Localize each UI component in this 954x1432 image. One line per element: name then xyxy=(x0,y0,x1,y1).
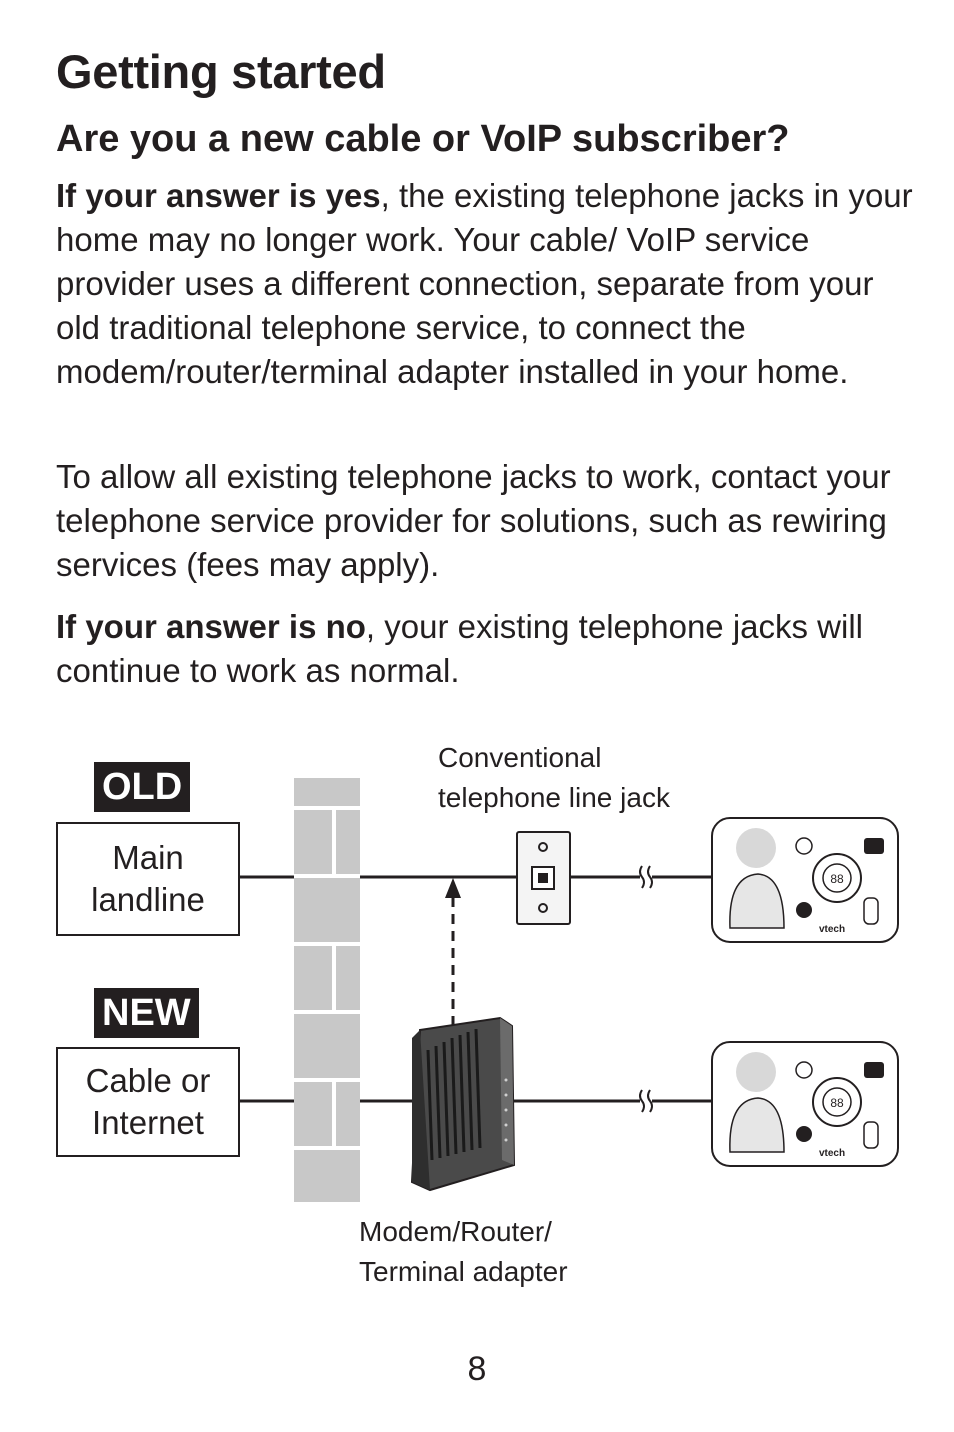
paragraph-rewiring: To allow all existing telephone jacks to… xyxy=(56,458,891,583)
jack-label-line2: telephone line jack xyxy=(438,782,670,813)
cable-break-marks xyxy=(639,865,653,1113)
telephone-jack-icon xyxy=(516,831,571,925)
svg-text:88: 88 xyxy=(830,1096,844,1110)
old-tag: OLD xyxy=(94,762,191,812)
cable-line1: Cable or xyxy=(85,1062,211,1099)
main-landline-line2: landline xyxy=(91,881,205,918)
answering-machine-icon: 88 vtech xyxy=(711,817,899,943)
main-landline-box: Main landline xyxy=(56,822,240,936)
answering-machine-icon: 88 vtech xyxy=(711,1041,899,1167)
svg-text:vtech: vtech xyxy=(819,1148,845,1159)
modem-label-line1: Modem/Router/ xyxy=(359,1216,552,1247)
modem-icon xyxy=(410,1016,516,1192)
jack-label: Conventional telephone line jack xyxy=(438,738,670,818)
modem-label: Modem/Router/ Terminal adapter xyxy=(359,1212,568,1292)
paragraph-yes: If your answer is yes, the existing tele… xyxy=(56,174,926,394)
answer-yes-bold: If your answer is yes xyxy=(56,177,381,214)
diagram-graphics: 88 vtech 88 vtech xyxy=(238,778,899,1202)
answer-no-bold: If your answer is no xyxy=(56,608,366,645)
cable-internet-box: Cable or Internet xyxy=(56,1047,240,1157)
main-landline-line1: Main xyxy=(112,839,184,876)
svg-text:vtech: vtech xyxy=(819,924,845,935)
page-title: Getting started xyxy=(56,45,386,98)
svg-text:88: 88 xyxy=(830,872,844,886)
new-tag: NEW xyxy=(94,988,199,1038)
cable-line2: Internet xyxy=(92,1104,204,1141)
brick-wall xyxy=(294,778,360,1202)
section-subtitle: Are you a new cable or VoIP subscriber? xyxy=(56,118,790,160)
answer-no-text: , your existing telephone jacks will con… xyxy=(56,608,864,689)
dashed-arrow xyxy=(445,878,461,1026)
page-number: 8 xyxy=(467,1350,487,1388)
answer-yes-text: , the existing telephone jacks in your h… xyxy=(56,177,913,390)
connection-diagram: 88 vtech 88 vtech OLD Main landline NEW xyxy=(0,720,954,1320)
modem-label-line2: Terminal adapter xyxy=(359,1256,568,1287)
jack-label-line1: Conventional xyxy=(438,742,602,773)
paragraph-no: If your answer is no, your existing tele… xyxy=(56,605,926,693)
